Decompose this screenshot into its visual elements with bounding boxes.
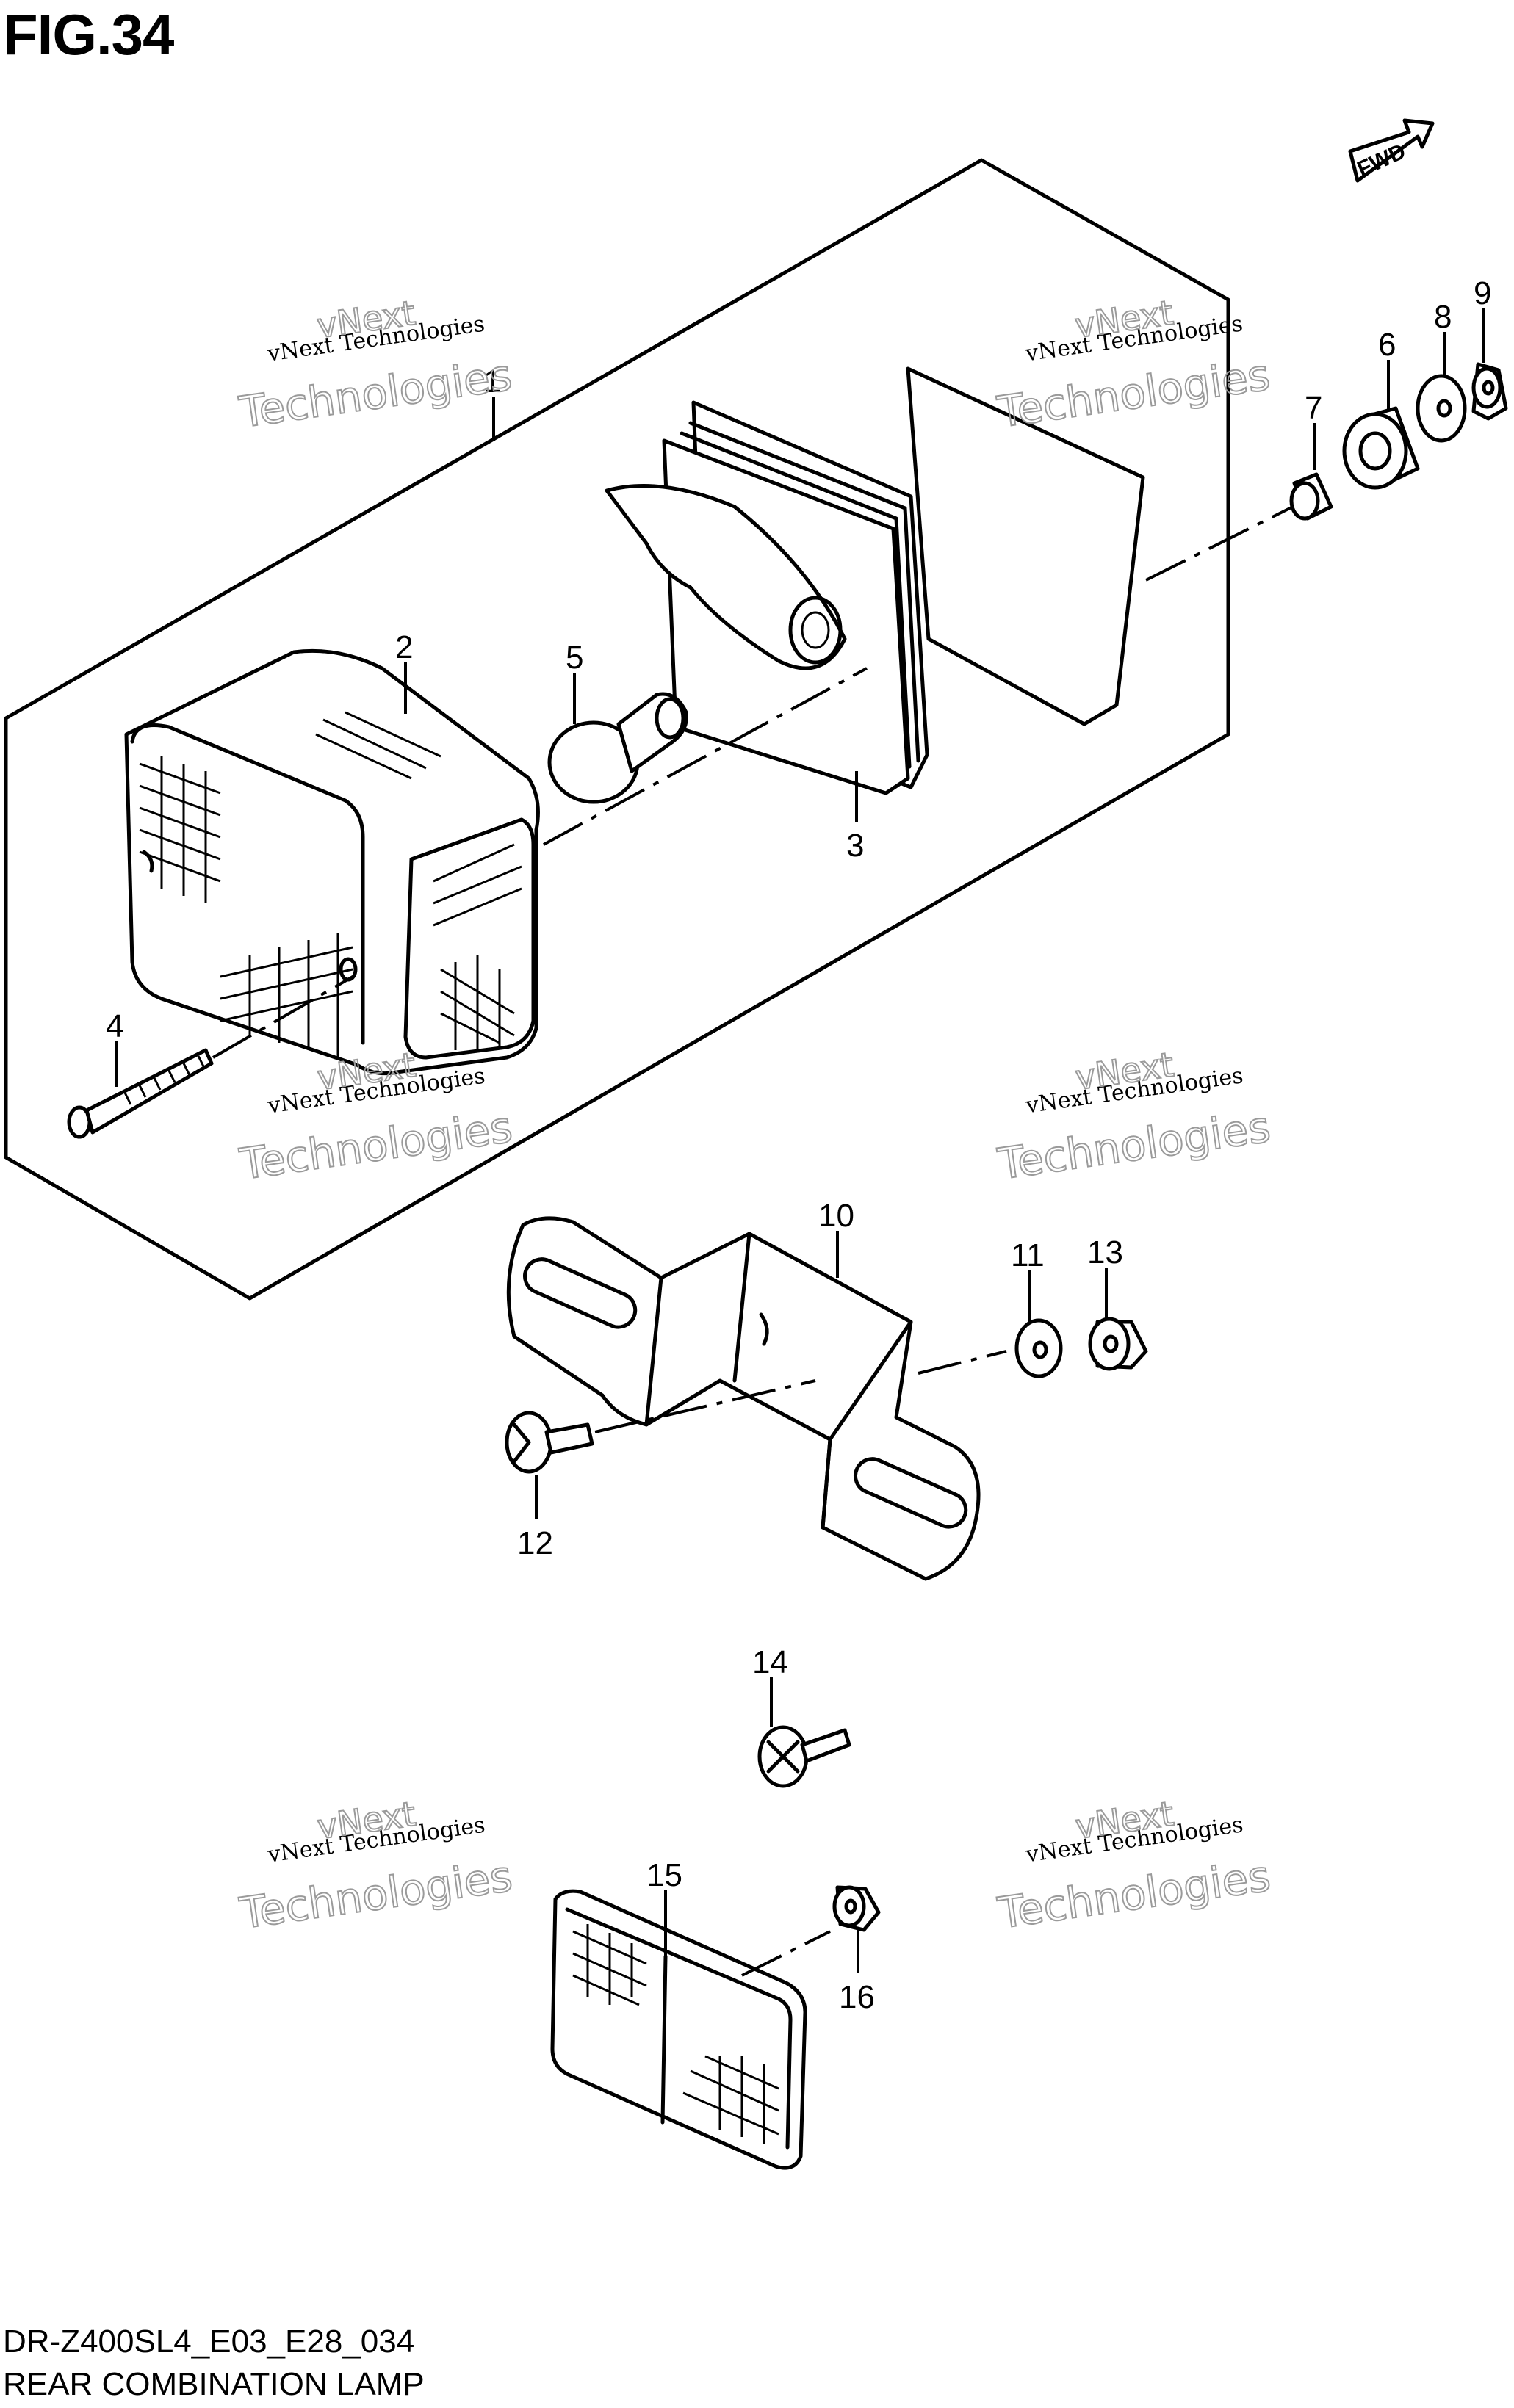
part-number-labels: 1 2 3 4 5 6 7 8 9 10 11 12 13 14 15 16: [106, 275, 1491, 2015]
part-label-4: 4: [106, 1008, 123, 1044]
reflector-part: [550, 1889, 831, 2170]
part-label-12: 12: [517, 1525, 553, 1561]
model-code: DR-Z400SL4_E03_E28_034: [3, 2324, 415, 2360]
leader-lines: [115, 308, 1485, 1973]
part-label-10: 10: [818, 1198, 854, 1234]
lamp-lens-part: [124, 648, 540, 1076]
part-label-15: 15: [646, 1857, 682, 1893]
bushing-part: [1145, 472, 1333, 582]
washer-part: [1416, 374, 1467, 443]
figure-caption: REAR COMBINATION LAMP: [3, 2366, 425, 2402]
part-label-6: 6: [1378, 327, 1396, 363]
part-label-3: 3: [846, 828, 864, 864]
bracket-nut-part: [1088, 1317, 1148, 1371]
bracket-part: [506, 1216, 1007, 1581]
part-label-8: 8: [1434, 299, 1452, 335]
lamp-housing-part: [605, 366, 1145, 795]
watermark-middle-right: vNext Technologies vNext Technologies: [994, 1044, 1274, 1190]
part-label-7: 7: [1305, 390, 1322, 426]
part-label-9: 9: [1474, 275, 1491, 311]
bulb-part: [543, 667, 868, 846]
fwd-arrow-icon: FWD: [1348, 118, 1435, 183]
part-label-2: 2: [395, 629, 413, 665]
bracket-washer-part: [1014, 1318, 1063, 1378]
assembly-outline-box: [4, 158, 1230, 1301]
part-label-1: 1: [483, 364, 501, 399]
bracket-bolt-part: [505, 1379, 816, 1474]
part-label-16: 16: [839, 1979, 875, 2015]
part-label-11: 11: [1011, 1237, 1045, 1273]
part-label-14: 14: [752, 1644, 788, 1680]
long-screw-part: [67, 975, 354, 1139]
watermark-bottom-left: vNext Technologies vNext Technologies: [236, 1793, 516, 1939]
part-label-5: 5: [566, 640, 583, 676]
reflector-bolt-part: [757, 1725, 851, 1788]
grommet-part: [1342, 406, 1420, 490]
figure-title: FIG.34: [3, 2, 174, 67]
part-label-13: 13: [1087, 1234, 1123, 1270]
watermark-top-left: vNext Technologies vNext Technologies: [235, 292, 515, 438]
watermark-bottom-right: vNext Technologies vNext Technologies: [994, 1793, 1274, 1939]
reflector-nut-part: [832, 1885, 881, 1932]
nut-part: [1471, 362, 1508, 421]
